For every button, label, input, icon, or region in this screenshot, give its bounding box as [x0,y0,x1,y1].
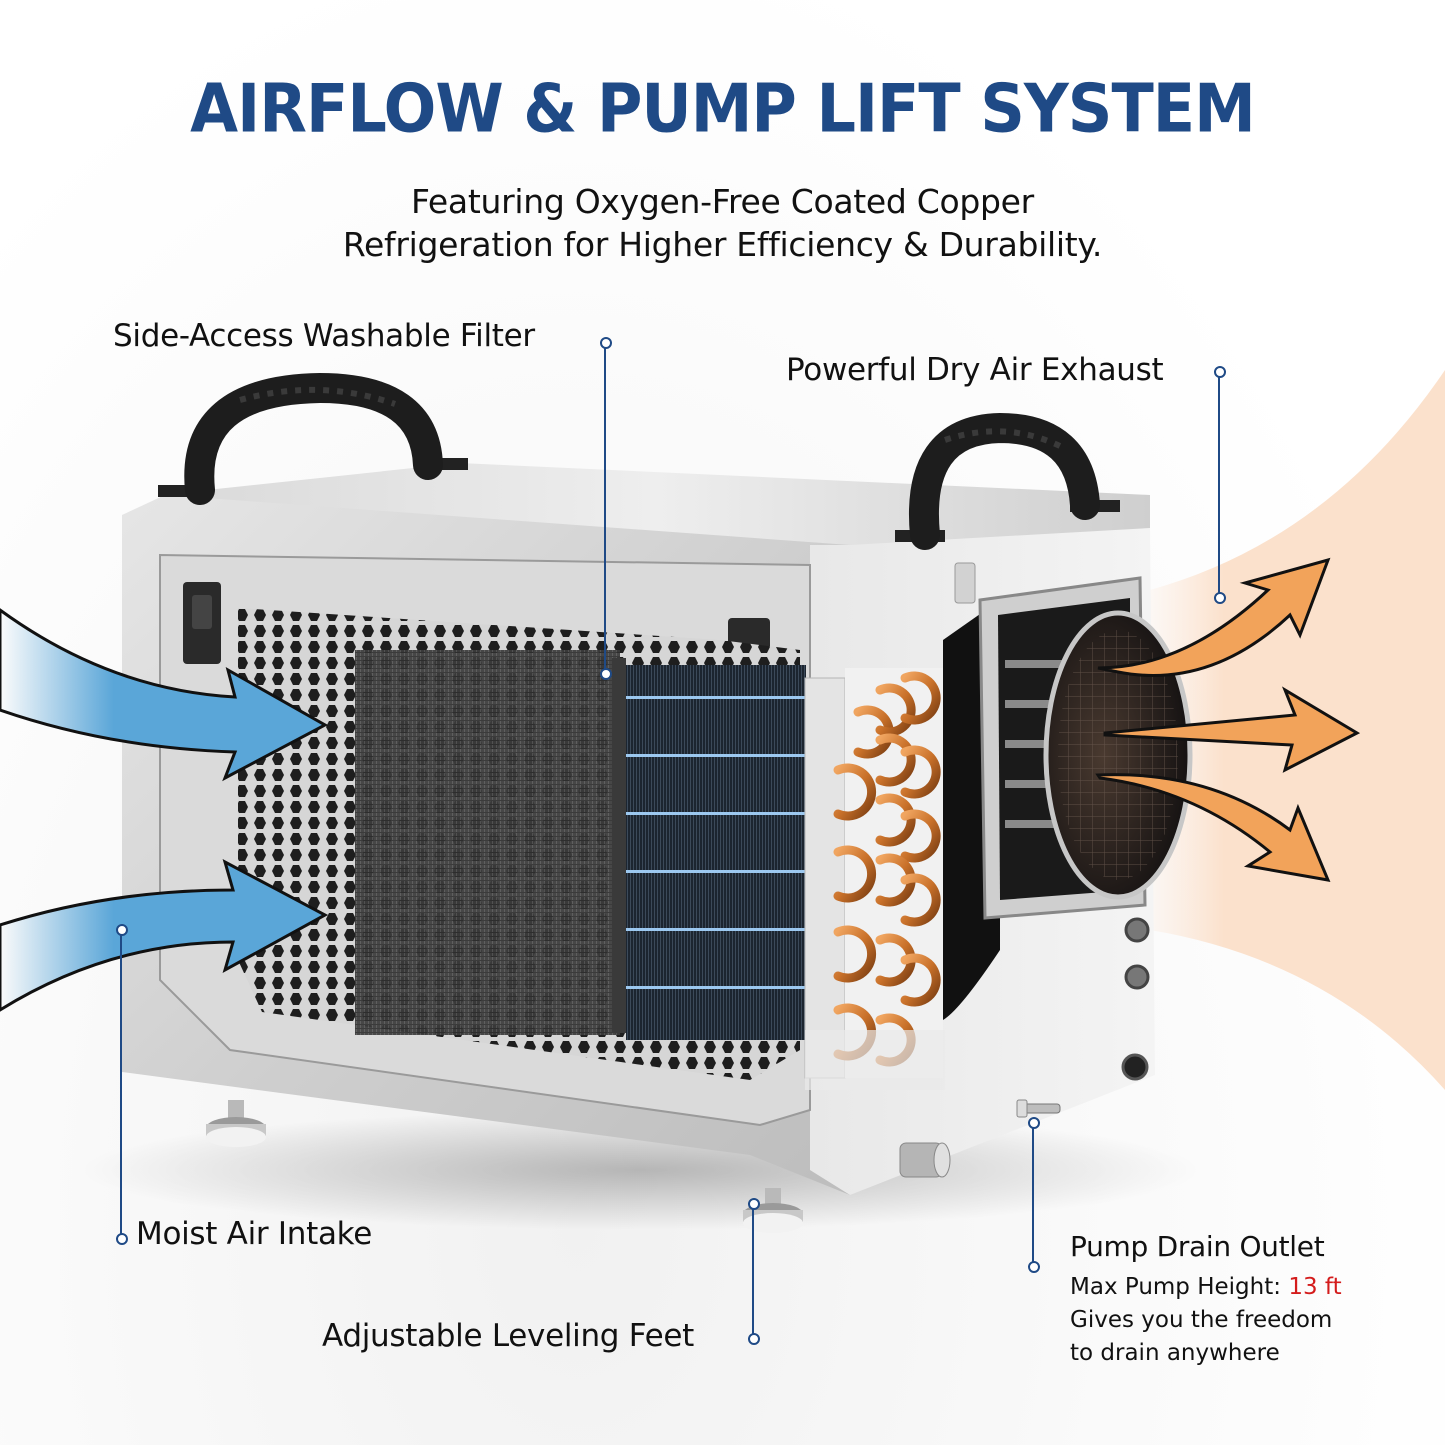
callout-drain-spec: Max Pump Height: 13 ft [1070,1271,1342,1304]
circle-dot-icon [116,924,128,936]
spec-value: 13 ft [1288,1274,1342,1300]
callout-drain: Pump Drain Outlet Max Pump Height: 13 ft… [1070,1230,1342,1370]
callout-intake-leader [120,930,122,1240]
circle-dot-icon [748,1333,760,1345]
callout-drain-leader [1032,1122,1034,1267]
callout-drain-desc-2: to drain anywhere [1070,1340,1280,1366]
page-title: AIRFLOW & PUMP LIFT SYSTEM [190,69,1256,148]
arrow-right-icon [1097,557,1331,677]
circle-dot-icon [1214,592,1226,604]
circle-dot-icon [600,337,612,349]
spec-prefix: Max Pump Height: [1070,1274,1289,1300]
callout-feet-leader [752,1203,754,1338]
callout-drain-label: Pump Drain Outlet [1070,1230,1325,1263]
callout-drain-desc-1: Gives you the freedom [1070,1307,1333,1333]
callout-filter-label: Side-Access Washable Filter [113,318,535,354]
circle-dot-icon [600,668,612,680]
circle-dot-icon [748,1198,760,1210]
callout-exhaust-label: Powerful Dry Air Exhaust [786,352,1164,388]
callout-intake-label: Moist Air Intake [136,1216,372,1252]
circle-dot-icon [1028,1117,1040,1129]
circle-dot-icon [116,1233,128,1245]
subtitle-line-2: Refrigeration for Higher Efficiency & Du… [342,225,1103,264]
callout-feet-label: Adjustable Leveling Feet [322,1318,694,1354]
callout-filter-leader [604,342,606,672]
subtitle-line-1: Featuring Oxygen-Free Coated Copper [411,182,1034,221]
circle-dot-icon [1028,1261,1040,1273]
circle-dot-icon [1214,366,1226,378]
page-subtitle: Featuring Oxygen-Free Coated Copper Refr… [0,180,1445,266]
arrow-right-icon [0,608,329,782]
arrow-right-icon [1103,686,1361,773]
arrow-right-icon [1095,773,1331,882]
arrow-right-icon [0,859,329,1012]
callout-exhaust-leader [1218,372,1220,598]
